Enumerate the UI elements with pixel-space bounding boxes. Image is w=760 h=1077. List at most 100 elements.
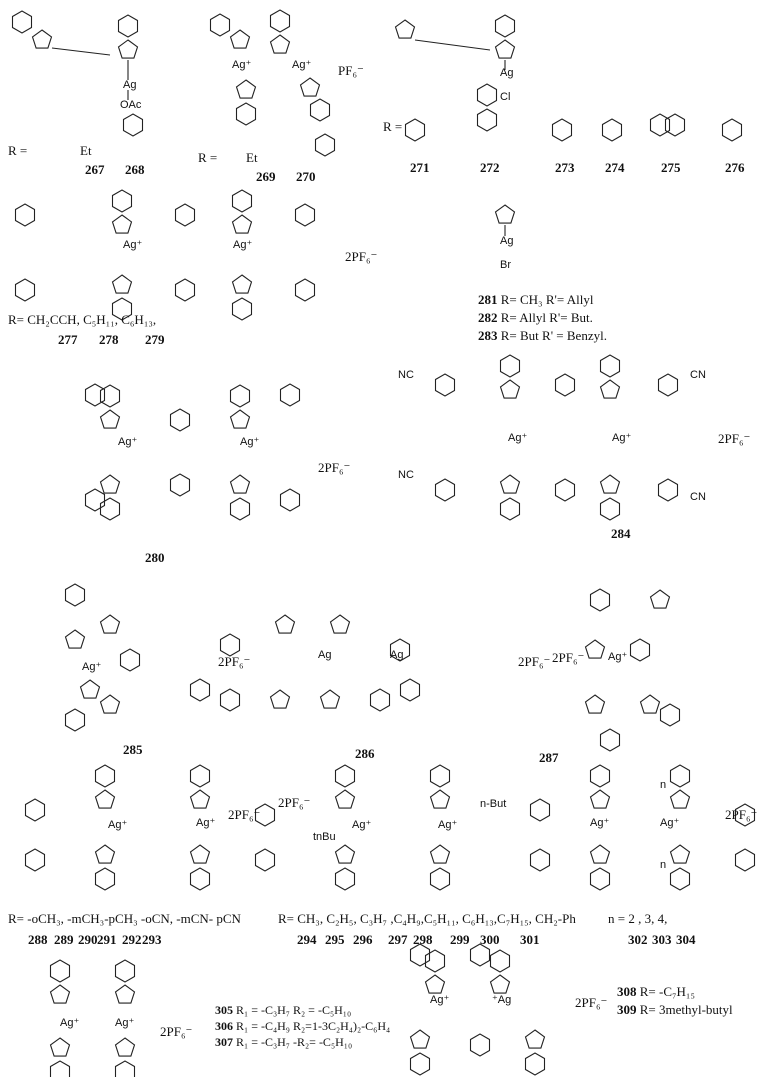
- benzene-ring: [424, 949, 446, 973]
- benzene-ring: [469, 943, 491, 967]
- benzene-ring: [669, 764, 691, 788]
- azole-ring: [584, 639, 606, 659]
- compound-275: 275: [661, 160, 681, 175]
- compound-285: 285: [123, 742, 143, 757]
- benzene-ring: [189, 764, 211, 788]
- azole-ring: [111, 274, 133, 294]
- benzene-ring: [404, 118, 426, 142]
- benzene-ring: [219, 688, 241, 712]
- atom-plus-ag: ⁺Ag: [492, 994, 512, 1006]
- compound-309-legend: 309 R= 3methyl-butyl: [617, 1002, 733, 1017]
- benzene-ring: [279, 488, 301, 512]
- compound-284: 284: [611, 526, 631, 541]
- compound-300: 300: [480, 932, 500, 947]
- azole-ring: [269, 34, 291, 54]
- compound-307-legend: 307 R₁ = -C₃H₇ -R₂= -C₅H₁₀: [215, 1035, 353, 1049]
- counterion: 2PF₆⁻: [345, 249, 378, 264]
- benzene-ring: [657, 373, 679, 397]
- compound-299: 299: [450, 932, 470, 947]
- r-definition: R= -oCH₃, -mCH₃-pCH₃ -oCN, -mCN- pCN: [8, 911, 241, 926]
- benzene-ring: [254, 848, 276, 872]
- benzene-ring: [629, 638, 651, 662]
- benzene-ring: [84, 488, 106, 512]
- benzene-ring: [659, 703, 681, 727]
- benzene-ring: [14, 203, 36, 227]
- compound-273: 273: [555, 160, 575, 175]
- compound-267: 267: [85, 162, 105, 177]
- benzene-ring: [84, 383, 106, 407]
- compound-295: 295: [325, 932, 345, 947]
- benzene-ring: [169, 473, 191, 497]
- atom-cn: CN: [690, 491, 706, 503]
- azole-ring: [99, 474, 121, 494]
- atom-ntbu: tnBu: [313, 831, 336, 843]
- benzene-ring: [554, 373, 576, 397]
- compound-283-legend: 283 R= But R' = Benzyl.: [478, 328, 607, 343]
- azole-ring: [189, 789, 211, 809]
- benzene-ring: [734, 803, 756, 827]
- benzene-ring: [111, 297, 133, 321]
- atom-ag-plus: Ag⁺: [123, 239, 143, 251]
- atom-ag-plus: Ag⁺: [438, 819, 458, 831]
- benzene-ring: [24, 798, 46, 822]
- benzene-ring: [429, 764, 451, 788]
- benzene-ring: [589, 764, 611, 788]
- bond: [51, 47, 111, 56]
- atom-ag-plus: Ag⁺: [232, 59, 252, 71]
- benzene-ring: [11, 10, 33, 34]
- compound-274: 274: [605, 160, 625, 175]
- benzene-ring: [599, 728, 621, 752]
- atom-ag-plus: Ag⁺: [240, 436, 260, 448]
- benzene-ring: [429, 867, 451, 891]
- benzene-ring: [174, 203, 196, 227]
- benzene-ring: [49, 1060, 71, 1077]
- counterion: 2PF₆⁻: [518, 654, 551, 669]
- compound-269: 269: [256, 169, 276, 184]
- atom-ag-plus: Ag⁺: [108, 819, 128, 831]
- benzene-ring: [551, 118, 573, 142]
- azole-ring: [117, 39, 139, 59]
- compound-281-legend: 281 R= CH₃ R'= Allyl: [478, 292, 594, 307]
- azole-ring: [589, 789, 611, 809]
- atom-br: Br: [500, 259, 511, 271]
- compound-296: 296: [353, 932, 373, 947]
- benzene-ring: [399, 678, 421, 702]
- counterion: 2PF₆⁻: [218, 654, 251, 669]
- azole-ring: [229, 474, 251, 494]
- benzene-ring: [657, 478, 679, 502]
- benzene-ring: [589, 588, 611, 612]
- azole-ring: [589, 844, 611, 864]
- atom-ag-plus: Ag⁺: [508, 432, 528, 444]
- azole-ring: [94, 789, 116, 809]
- atom-n-subscript: n: [660, 859, 667, 871]
- counterion: 2PF₆⁻: [228, 807, 261, 822]
- benzene-ring: [489, 949, 511, 973]
- benzene-ring: [314, 133, 336, 157]
- benzene-ring: [294, 278, 316, 302]
- counterion: 2PF₆⁻: [575, 995, 608, 1010]
- benzene-ring: [589, 867, 611, 891]
- compound-293: 293: [142, 932, 162, 947]
- benzene-ring: [114, 959, 136, 983]
- benzene-ring: [434, 373, 456, 397]
- compound-272: 272: [480, 160, 500, 175]
- benzene-ring: [111, 189, 133, 213]
- benzene-ring: [494, 14, 516, 38]
- azole-ring: [189, 844, 211, 864]
- azole-ring: [229, 29, 251, 49]
- benzene-ring: [309, 98, 331, 122]
- benzene-ring: [99, 384, 121, 408]
- benzene-ring: [524, 1052, 546, 1076]
- atom-oac: OAc: [120, 99, 142, 111]
- compound-302: 302: [628, 932, 648, 947]
- benzene-ring: [409, 1052, 431, 1076]
- azole-ring: [31, 29, 53, 49]
- benzene-ring: [64, 583, 86, 607]
- atom-cl: Cl: [500, 91, 511, 103]
- azole-ring: [99, 409, 121, 429]
- azole-ring: [231, 274, 253, 294]
- azole-ring: [64, 629, 86, 649]
- benzene-ring: [469, 1033, 491, 1057]
- azole-ring: [231, 214, 253, 234]
- compound-298: 298: [413, 932, 433, 947]
